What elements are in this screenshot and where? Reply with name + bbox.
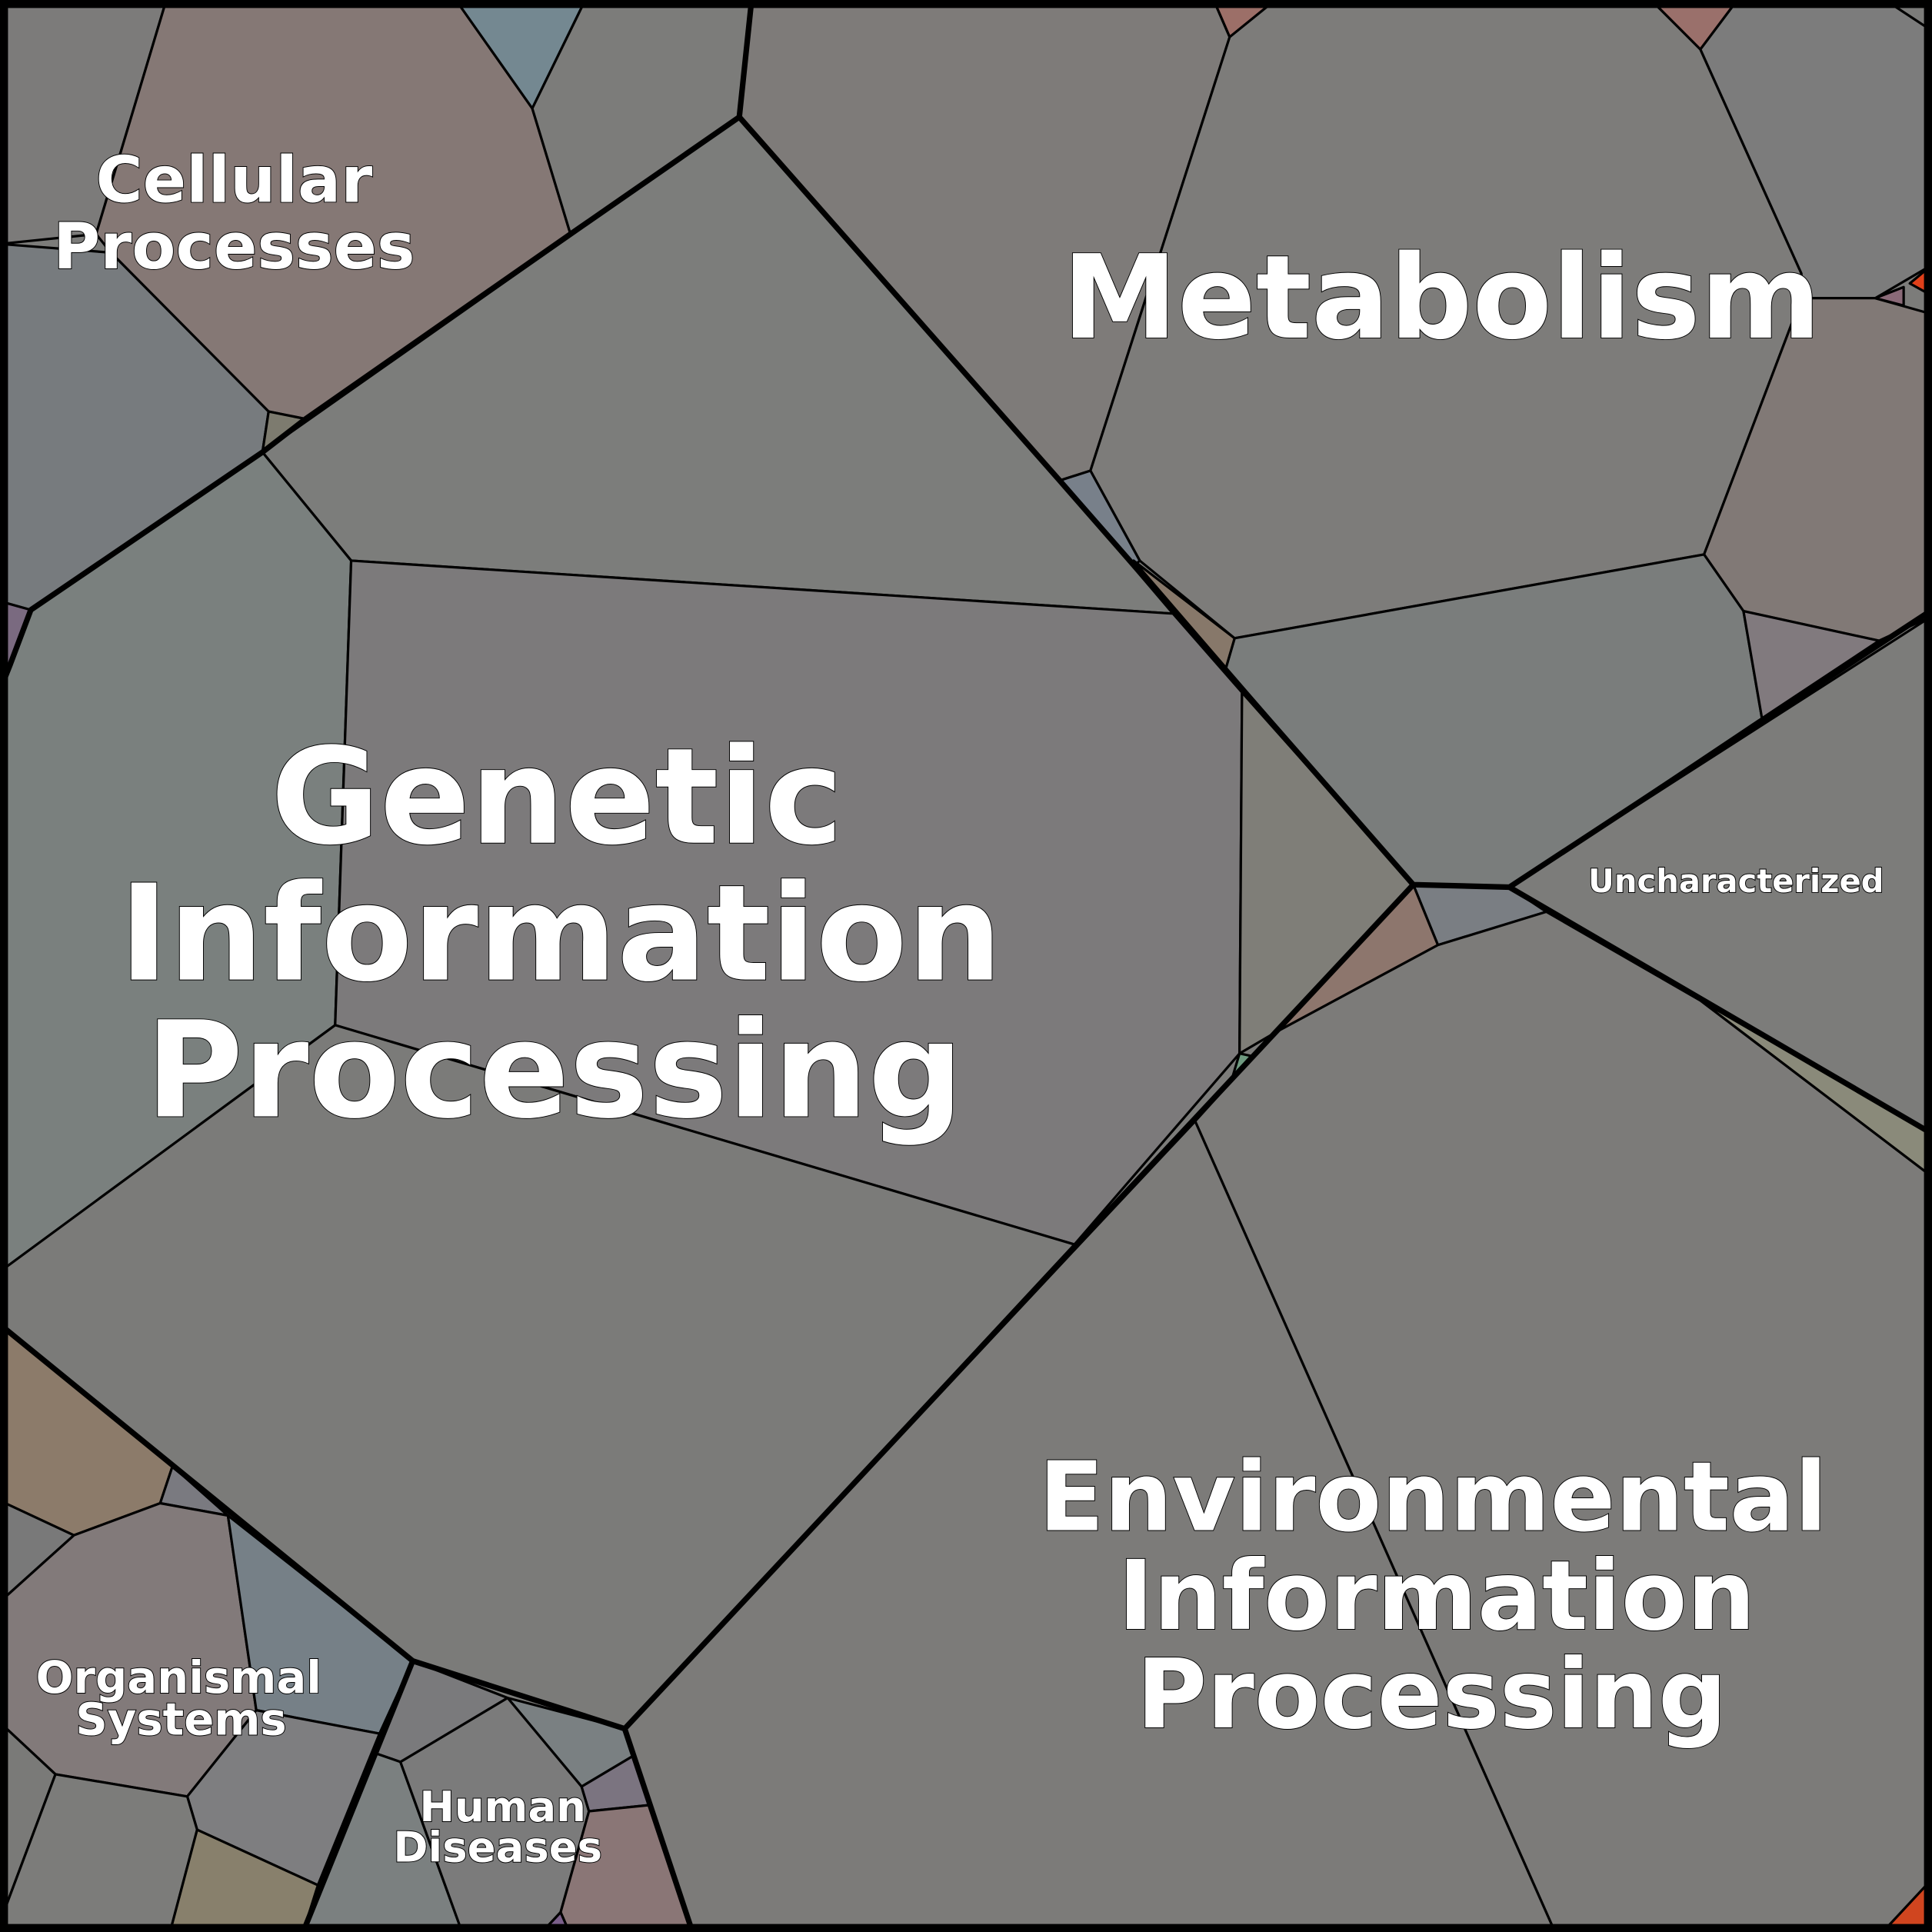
- label-human-diseases-line2: Diseases: [393, 1823, 602, 1872]
- cell: [1650, 0, 1739, 51]
- label-organismal-line1: Organismal: [36, 1651, 322, 1704]
- label-cellular-line1: Cellular: [95, 143, 372, 218]
- border-line: [0, 0, 754, 693]
- border-line: [300, 1657, 416, 1932]
- cell: [1194, 910, 1932, 1932]
- cell: [1699, 0, 1932, 300]
- label-cellular-line2: Processes: [53, 209, 415, 284]
- label-metabolism: Metabolism: [1062, 230, 1821, 365]
- border-line: [621, 881, 1417, 1932]
- cell: [1742, 610, 1880, 720]
- labels: Metabolism Genetic Information Processin…: [35, 142, 1885, 1873]
- label-uncharacterized: Uncharacterized: [1588, 862, 1884, 900]
- cell: [0, 1773, 198, 1932]
- label-organismal-line2: Systems: [75, 1694, 287, 1746]
- cell: [1212, 0, 1277, 38]
- environmental-information-processing-region: [623, 883, 1932, 1932]
- metabolism-region: [738, 0, 1932, 889]
- label-genetic-line3: Processing: [145, 992, 963, 1148]
- cell: [1881, 1877, 1932, 1932]
- cell: [1874, 285, 1905, 307]
- label-genetic-line1: Genetic: [271, 719, 843, 874]
- border-line: [1506, 884, 1932, 1137]
- genetic-information-processing-region: [0, 115, 1415, 1730]
- organismal-systems-region: [0, 1323, 415, 1932]
- label-environmental-line3: Processing: [1137, 1639, 1727, 1750]
- label-environmental-line2: Information: [1118, 1541, 1755, 1652]
- label-environmental-line1: Environmental: [1038, 1442, 1827, 1554]
- cell: [168, 1828, 319, 1932]
- label-human-diseases-line1: Human: [419, 1782, 586, 1831]
- label-genetic-line2: Information: [119, 856, 1002, 1011]
- human-diseases-region: [301, 1659, 694, 1932]
